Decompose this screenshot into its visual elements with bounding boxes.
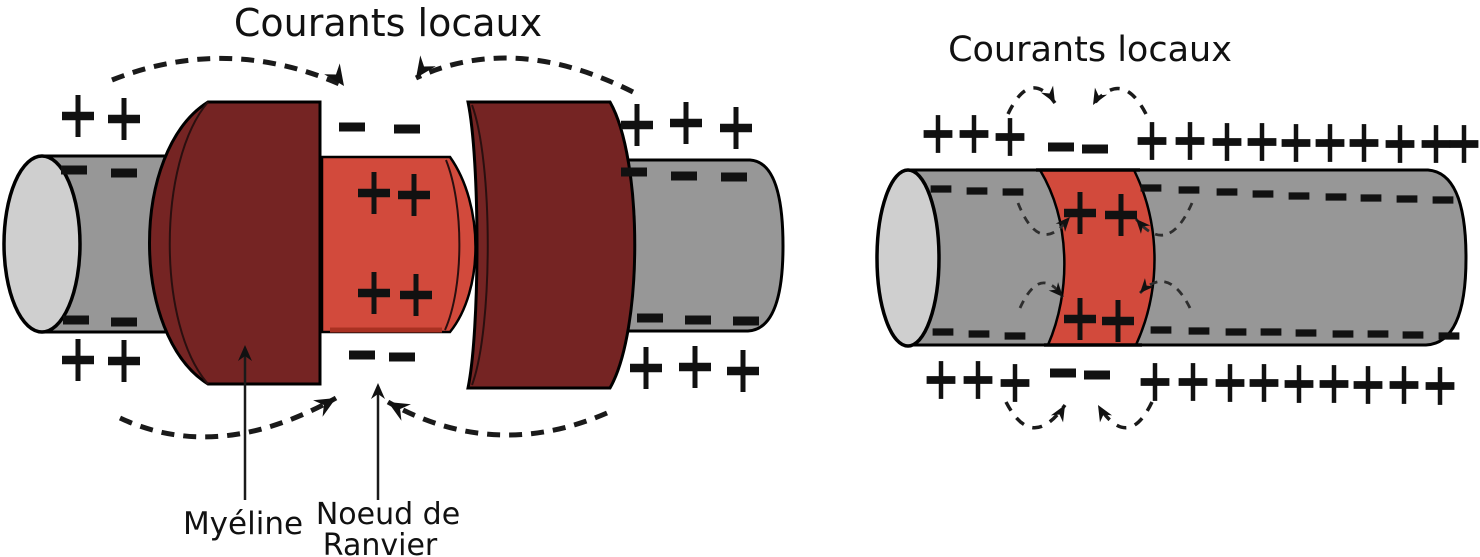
plus-charge-icon bbox=[1176, 122, 1205, 160]
right-panel-unmyelinated-axon: Courants locaux bbox=[875, 30, 1468, 430]
plus-charge-icon bbox=[720, 107, 752, 149]
outside-arc-top-right bbox=[1091, 86, 1148, 115]
plus-charge-icon bbox=[1386, 125, 1415, 163]
plus-charge-icon bbox=[108, 340, 140, 382]
outside-arc-bottom-left bbox=[1004, 401, 1067, 430]
right-panel-title: Courants locaux bbox=[948, 30, 1232, 70]
local-current-arc-top-right bbox=[414, 55, 635, 95]
plus-charge-icon bbox=[1350, 124, 1379, 162]
plus-charge-icon bbox=[621, 104, 653, 146]
inside-arc-bottom-right bbox=[1138, 280, 1192, 309]
myelin-sheath-right bbox=[466, 100, 637, 390]
plus-charge-icon bbox=[927, 361, 956, 399]
plus-charge-icon bbox=[727, 350, 759, 392]
arrowhead-icon bbox=[1086, 87, 1108, 109]
arrowhead-icon bbox=[1040, 85, 1062, 107]
unmyelinated-axon-cap bbox=[875, 168, 941, 348]
plus-charge-icon bbox=[670, 102, 702, 144]
plus-charge-icon bbox=[1179, 363, 1208, 401]
plus-charge-icon bbox=[62, 95, 94, 137]
plus-charge-icon bbox=[1320, 365, 1349, 403]
unmyelinated-axon-body bbox=[906, 168, 1468, 347]
node-of-ranvier bbox=[320, 155, 477, 334]
plus-charge-icon bbox=[630, 347, 662, 389]
local-current-arc-bottom-left bbox=[118, 395, 338, 440]
plus-charge-icon bbox=[960, 115, 989, 153]
annotation-pointers bbox=[238, 345, 385, 500]
left-panel-myelinated-axon: Courants locaux bbox=[2, 1, 785, 557]
plus-charge-icon bbox=[1001, 364, 1030, 402]
plus-charge-icon bbox=[964, 361, 993, 399]
plus-charge-icon bbox=[996, 118, 1025, 156]
plus-charge-icon bbox=[1285, 365, 1314, 403]
plus-charge-icon bbox=[1426, 367, 1455, 405]
myelin-left-rim-line bbox=[168, 101, 209, 385]
plus-charge-icon bbox=[924, 115, 953, 153]
plus-charge-icon bbox=[1316, 124, 1345, 162]
left-axon-cap bbox=[2, 154, 82, 334]
outside-arc-bottom-right bbox=[1096, 401, 1154, 430]
plus-charge-icon bbox=[1141, 363, 1170, 401]
plus-charge-icon bbox=[1138, 122, 1167, 160]
node-myelin-junction-line bbox=[444, 159, 461, 331]
node-label-line2: Ranvier bbox=[323, 528, 438, 557]
plus-charge-icon bbox=[1250, 364, 1279, 402]
myelin-right-rim-line bbox=[471, 104, 489, 386]
local-current-arc-bottom-right bbox=[386, 399, 608, 438]
plus-charge-icon bbox=[1216, 364, 1245, 402]
myelin-sheath-left bbox=[148, 100, 322, 386]
plus-charge-icon bbox=[1390, 366, 1419, 404]
outside-arc-top-left bbox=[1006, 86, 1057, 115]
plus-charge-icon bbox=[1422, 125, 1451, 163]
plus-charge-icon bbox=[108, 98, 140, 140]
plus-charge-icon bbox=[62, 339, 94, 381]
local-current-arc-top-left bbox=[111, 56, 346, 89]
left-panel-title: Courants locaux bbox=[234, 1, 542, 45]
myelin-label: Myéline bbox=[183, 506, 303, 542]
inside-arc-bottom-left bbox=[1018, 281, 1065, 309]
local-current-arcs-left-panel bbox=[111, 55, 635, 440]
arrowhead-icon bbox=[383, 393, 411, 421]
plus-charge-icon bbox=[679, 346, 711, 388]
plus-charge-icon bbox=[1354, 366, 1383, 404]
plus-charge-icon bbox=[1248, 123, 1277, 161]
node-label-line1: Noeud de bbox=[316, 497, 460, 532]
plus-charge-icon bbox=[1450, 125, 1479, 163]
arrowhead-icon bbox=[313, 389, 341, 417]
plus-charge-icon bbox=[1213, 123, 1242, 161]
plus-charge-icon bbox=[1282, 124, 1311, 162]
